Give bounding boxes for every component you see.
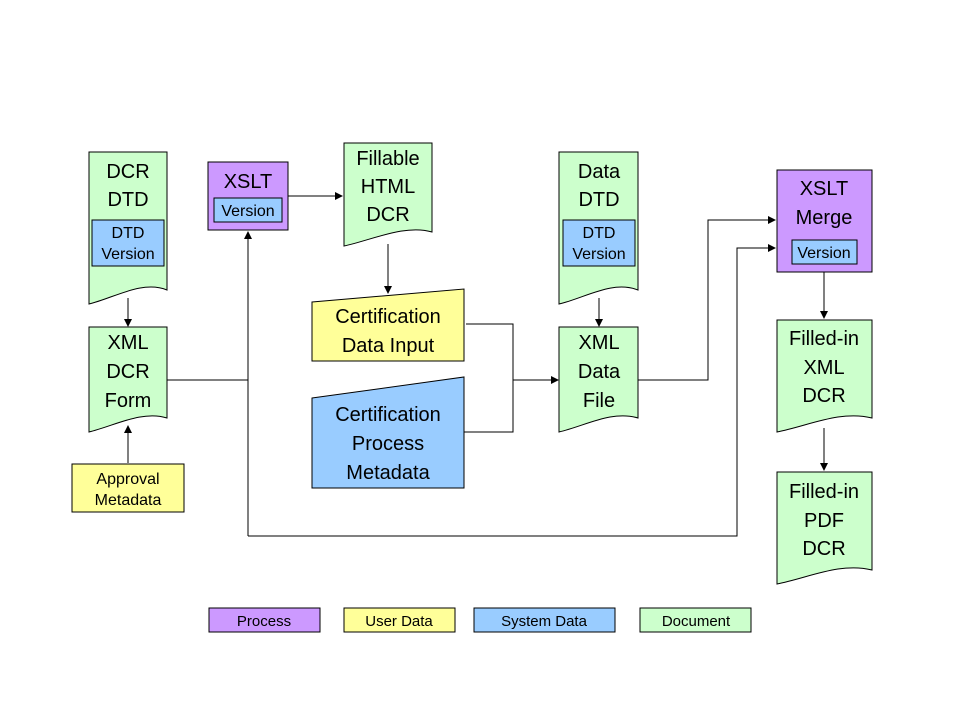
- node-label-line: DTD: [578, 189, 619, 211]
- legend-label: Process: [237, 613, 291, 630]
- node-label-line: DCR: [802, 385, 845, 407]
- node-label-line: Metadata: [346, 462, 430, 484]
- legend-swatch: [473, 607, 616, 633]
- node-certification-data-input: Certification Data Input: [311, 288, 465, 362]
- node-xml-data-file: XML Data File: [558, 326, 639, 433]
- node-label-line: XSLT: [800, 178, 849, 200]
- badge-label-line: Version: [101, 246, 154, 263]
- node-xslt: XSLT Version: [207, 161, 289, 231]
- node-label-line: XML: [803, 357, 844, 379]
- node-label-line: DTD: [107, 189, 148, 211]
- connector-loop-to-merge: [248, 244, 776, 537]
- document-shape: [343, 142, 433, 247]
- node-label-line: Data: [578, 361, 621, 383]
- connector-datafile-to-merge: [638, 216, 776, 381]
- node-label-line: DCR: [366, 204, 409, 226]
- node-label-line: XML: [107, 332, 148, 354]
- version-badge: [213, 197, 283, 223]
- badge-label-line: DTD: [112, 225, 145, 242]
- legend-item-process: Process: [208, 607, 321, 633]
- node-label-line: Merge: [796, 207, 853, 229]
- node-label-line: DCR: [106, 361, 149, 383]
- node-label-line: Fillable: [356, 148, 419, 170]
- legend-swatch: [208, 607, 321, 633]
- document-shape: [776, 471, 873, 585]
- node-label-line: PDF: [804, 510, 844, 532]
- document-shape: [558, 326, 639, 433]
- node-fillable-html-dcr: Fillable HTML DCR: [343, 142, 433, 247]
- connectors: [124, 192, 828, 537]
- node-label-line: Data: [578, 161, 621, 183]
- node-xslt-merge: XSLT Merge Version: [776, 169, 873, 273]
- node-dcr-dtd: DCR DTD DTD Version: [88, 151, 168, 305]
- node-filled-in-pdf-dcr: Filled-in PDF DCR: [776, 471, 873, 585]
- legend-label: Document: [662, 613, 731, 630]
- node-label-line: XSLT: [224, 171, 273, 193]
- document-shape: [88, 326, 168, 433]
- legend-swatch: [639, 607, 752, 633]
- legend: Process User Data System Data Document: [208, 607, 752, 633]
- legend-item-document: Document: [639, 607, 752, 633]
- node-label-line: Approval: [96, 471, 159, 488]
- node-filled-in-xml-dcr: Filled-in XML DCR: [776, 319, 873, 433]
- legend-label: System Data: [501, 613, 588, 630]
- document-shape: [776, 319, 873, 433]
- badge-label-line: Version: [221, 203, 274, 220]
- connector-certinput-to-datafile: [466, 323, 514, 380]
- node-label-line: Data Input: [342, 335, 435, 357]
- node-label-line: HTML: [361, 176, 415, 198]
- node-label-line: Process: [352, 433, 424, 455]
- node-certification-process-metadata: Certification Process Metadata: [311, 376, 465, 489]
- node-label-line: File: [583, 390, 615, 412]
- user-data-shape: [71, 463, 185, 513]
- node-label-line: DCR: [106, 161, 149, 183]
- manual-input-shape: [311, 288, 465, 362]
- dtd-version-badge: [91, 219, 165, 267]
- legend-item-user-data: User Data: [343, 607, 456, 633]
- node-label-line: Filled-in: [789, 328, 859, 350]
- connector-certprocess-to-datafile: [464, 380, 514, 433]
- node-approval-metadata: Approval Metadata: [71, 463, 185, 513]
- legend-item-system-data: System Data: [473, 607, 616, 633]
- node-data-dtd: Data DTD DTD Version: [558, 151, 639, 305]
- node-label-line: Form: [105, 390, 152, 412]
- node-label-line: Metadata: [95, 492, 162, 509]
- legend-label: User Data: [365, 613, 433, 630]
- dtd-version-badge: [562, 219, 636, 267]
- version-badge: [791, 239, 858, 265]
- node-label-line: Certification: [335, 306, 441, 328]
- badge-label-line: Version: [797, 245, 850, 262]
- node-label-line: Certification: [335, 404, 441, 426]
- node-label-line: DCR: [802, 538, 845, 560]
- manual-input-shape: [311, 376, 465, 489]
- badge-label-line: Version: [572, 246, 625, 263]
- badge-label-line: DTD: [583, 225, 616, 242]
- node-label-line: Filled-in: [789, 481, 859, 503]
- legend-swatch: [343, 607, 456, 633]
- node-xml-dcr-form: XML DCR Form: [88, 326, 168, 433]
- node-label-line: XML: [578, 332, 619, 354]
